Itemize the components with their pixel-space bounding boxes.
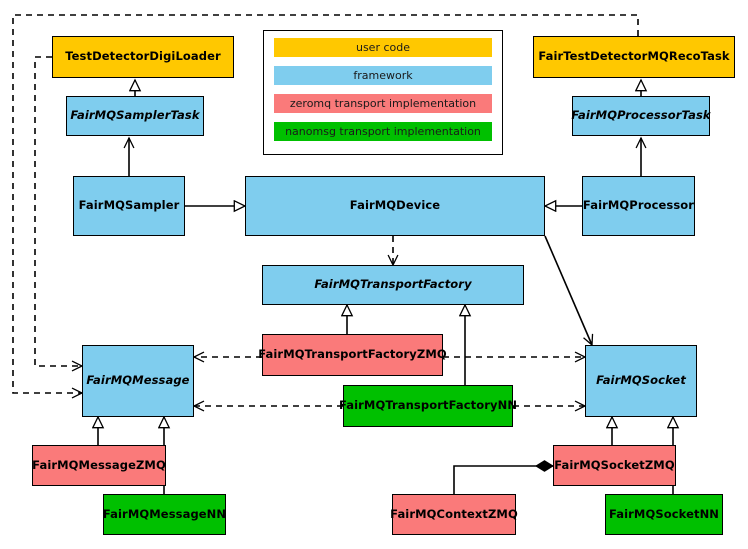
class-node-fairmqsocketnn[interactable]: FairMQSocketNN [605,494,723,535]
class-label: TestDetectorDigiLoader [65,49,221,64]
class-node-fairmqmessagezmq[interactable]: FairMQMessageZMQ [32,445,166,486]
class-node-fairmqdevice[interactable]: FairMQDevice [245,176,545,236]
class-node-fairmqsocketzmq[interactable]: FairMQSocketZMQ [553,445,676,486]
class-node-fairmqprocessortask[interactable]: FairMQProcessorTask [571,96,711,136]
class-label: FairMQSampler [78,198,180,213]
legend-label-user-code: user code [355,41,411,54]
class-node-fairmqtransportfactoryzmq[interactable]: FairMQTransportFactoryZMQ [258,334,447,376]
class-node-fairmqsampler[interactable]: FairMQSampler [73,176,185,236]
class-node-fairmqsamplertask[interactable]: FairMQSamplerTask [66,96,204,136]
class-label: FairMQProcessorTask [571,108,711,123]
class-node-fairmqtransportfactorynn[interactable]: FairMQTransportFactoryNN [339,385,517,427]
class-label: FairMQTransportFactoryZMQ [258,347,447,362]
class-label: FairMQTransportFactory [314,277,472,292]
class-label: FairMQSocket [596,373,686,388]
class-node-testdetectordigiloader[interactable]: TestDetectorDigiLoader [52,36,234,78]
legend: user code framework zeromq transport imp… [263,30,503,155]
class-label: FairMQContextZMQ [390,506,518,521]
class-node-fairmqtransportfactory[interactable]: FairMQTransportFactory [262,265,524,305]
class-label: FairMQSamplerTask [70,108,200,123]
class-node-fairmqmessage[interactable]: FairMQMessage [82,345,194,417]
legend-item-zeromq: zeromq transport implementation [274,94,492,113]
class-label: FairMQSocketNN [608,506,720,521]
class-node-fairmqsocket[interactable]: FairMQSocket [585,345,697,417]
legend-label-zeromq: zeromq transport implementation [289,97,477,110]
class-label: FairMQMessageNN [102,506,227,521]
class-node-fairmqmessagenn[interactable]: FairMQMessageNN [103,494,226,535]
legend-item-nanomsg: nanomsg transport implementation [274,122,492,141]
legend-label-nanomsg: nanomsg transport implementation [285,125,481,138]
class-label: FairMQTransportFactoryNN [338,398,518,413]
class-node-fairmqprocessor[interactable]: FairMQProcessor [582,176,695,236]
class-label: FairMQSocketZMQ [554,457,675,472]
edge-device-to-socket [544,235,594,347]
class-label: FairMQMessage [86,373,190,388]
class-label: FairTestDetectorMQRecoTask [538,49,730,64]
class-label: FairMQProcessor [582,198,695,213]
legend-label-framework: framework [353,69,413,82]
class-node-fairtestdetectormqrecotask[interactable]: FairTestDetectorMQRecoTask [533,36,735,78]
class-label: FairMQDevice [349,198,441,213]
class-label: FairMQMessageZMQ [32,457,166,472]
legend-item-framework: framework [274,66,492,85]
legend-item-user-code: user code [274,38,492,57]
class-node-fairmqcontextzmq[interactable]: FairMQContextZMQ [390,494,518,535]
